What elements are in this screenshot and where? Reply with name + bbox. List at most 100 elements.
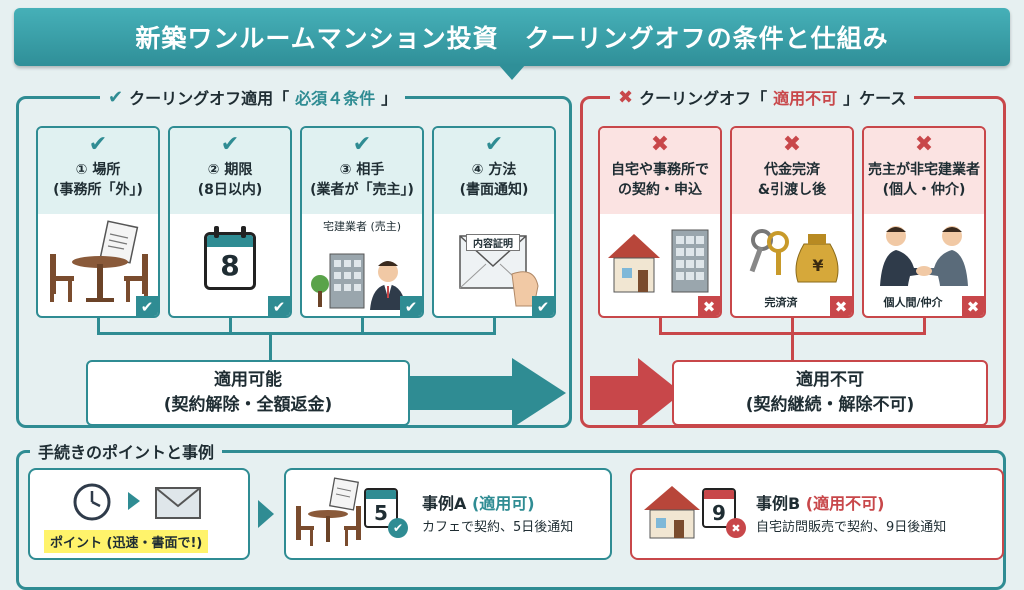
case-a-box: 5 ✔ 事例A (適用可) カフェで契約、5日後通知	[284, 468, 612, 560]
result-line2: (契約解除・全額返金)	[163, 395, 333, 415]
card-title-line1: 自宅や事務所で	[611, 162, 709, 178]
card-title-line1: ① 場所	[75, 162, 121, 178]
case-b-title-prefix: 事例B	[756, 494, 801, 513]
title-banner: 新築ワンルームマンション投資 クーリングオフの条件と仕組み	[14, 8, 1010, 66]
connector-line	[791, 334, 794, 360]
arrow-right-icon	[128, 492, 140, 510]
condition-card-place: ✔ ① 場所 (事務所「外」) ✔	[36, 126, 160, 318]
cross-badge-icon: ✖	[830, 296, 852, 316]
cross-icon: ✖	[650, 132, 670, 157]
connector-line	[659, 332, 926, 335]
result-line1: 適用不可	[796, 369, 864, 390]
not-applicable-heading: ✖ クーリングオフ「適用不可」ケース	[610, 86, 915, 108]
yen-sign-icon: ¥	[812, 256, 824, 275]
exception-card-paid-delivered: ✖ 代金完済 &引渡し後 ¥ 完済済 ✖	[730, 126, 854, 318]
seller-label: 宅建業者 (売主)	[322, 220, 402, 233]
cross-icon: ✖	[782, 132, 802, 157]
house-office-icon	[608, 229, 709, 293]
cross-badge-icon: ✖	[962, 296, 984, 316]
applicable-conditions-heading: ✔ クーリングオフ適用「必須４条件」	[100, 86, 406, 108]
connector-line	[361, 318, 364, 334]
case-b-description: 自宅訪問販売で契約、9日後通知	[756, 520, 947, 535]
check-icon: ✔	[484, 132, 504, 157]
result-line1: 適用可能	[214, 369, 282, 390]
building-agent-icon	[311, 253, 406, 310]
card-title-line1: ④ 方法	[471, 162, 517, 178]
paid-label: 完済済	[764, 296, 798, 309]
cross-badge-icon: ✖	[698, 296, 720, 316]
certified-mail-label: 内容証明	[466, 234, 520, 251]
connector-line	[493, 318, 496, 334]
red-arrow-icon	[590, 358, 682, 428]
card-title-line1: 売主が非宅建業者	[868, 162, 980, 178]
teal-arrow-icon	[408, 358, 566, 428]
check-circle-icon: ✔	[388, 518, 408, 538]
card-title-line1: ② 期限	[207, 162, 253, 178]
check-icon: ✔	[88, 132, 108, 157]
connector-line	[923, 318, 926, 334]
calendar-number: 5	[374, 501, 388, 525]
case-a-description: カフェで契約、5日後通知	[422, 520, 574, 535]
check-badge-icon: ✔	[268, 296, 290, 316]
condition-card-deadline: ✔ ② 期限 (8日以内) 8 ✔	[168, 126, 292, 318]
card-title-line2: (書面通知)	[459, 182, 529, 199]
point-label: ポイント (迅速・書面で!)	[44, 530, 209, 553]
applicable-result-box: 適用可能 (契約解除・全額返金)	[86, 360, 410, 426]
check-badge-icon: ✔	[400, 296, 422, 316]
connector-line	[659, 318, 662, 334]
not-applicable-result-box: 適用不可 (契約継続・解除不可)	[672, 360, 988, 426]
calendar-icon: 9	[702, 488, 736, 528]
card-title-line2: (個人・仲介)	[882, 182, 966, 199]
connector-line	[269, 334, 272, 360]
card-title-line2: (業者が「売主」)	[310, 182, 414, 199]
card-title-line1: 代金完済	[764, 162, 820, 178]
result-line2: (契約継続・解除不可)	[745, 395, 915, 415]
point-box: ポイント (迅速・書面で!)	[28, 468, 250, 560]
cafe-document-icon	[296, 477, 361, 546]
mail-icon	[155, 487, 201, 519]
condition-card-method: ✔ ④ 方法 (書面通知) 内容証明 ✔	[432, 126, 556, 318]
handshake-icon	[880, 226, 968, 286]
chevron-right-icon	[258, 500, 274, 528]
case-a-title-prefix: 事例A	[422, 494, 467, 513]
exception-card-home-office: ✖ 自宅や事務所で の契約・申込 ✖	[598, 126, 722, 318]
calendar-number: 8	[220, 249, 240, 282]
connector-line	[97, 318, 100, 334]
keys-moneybag-icon	[749, 229, 839, 283]
card-title-line2: (事務所「外」)	[53, 182, 143, 199]
check-icon: ✔	[352, 132, 372, 157]
heading-highlight: 適用不可	[773, 89, 838, 108]
procedure-heading: 手続きのポイントと事例	[30, 440, 223, 462]
house-icon	[644, 486, 700, 539]
card-title-line2: の契約・申込	[618, 182, 702, 199]
heading-suffix: 」	[381, 89, 398, 108]
title-notch	[498, 64, 526, 80]
connector-line	[791, 318, 794, 334]
case-a-title-highlight: (適用可)	[471, 494, 535, 513]
calendar-number: 9	[712, 501, 726, 525]
page-title: 新築ワンルームマンション投資 クーリングオフの条件と仕組み	[135, 24, 889, 53]
calendar-icon: 8	[204, 232, 256, 290]
check-icon: ✔	[108, 86, 124, 108]
case-a-title: 事例A (適用可)	[422, 490, 535, 514]
individual-broker-label: 個人間/仲介	[883, 296, 943, 309]
exception-card-non-broker: ✖ 売主が非宅建業者 (個人・仲介) 個人間/仲介 ✖	[862, 126, 986, 318]
connector-line	[97, 332, 496, 335]
card-title-line2: (8日以内)	[197, 182, 263, 199]
connector-line	[229, 318, 232, 334]
cafe-table-icon	[50, 220, 148, 302]
card-title-line1: ③ 相手	[339, 162, 385, 178]
case-b-box: 9 ✖ 事例B (適用不可) 自宅訪問販売で契約、9日後通知	[630, 468, 1004, 560]
check-badge-icon: ✔	[136, 296, 158, 316]
clock-icon	[73, 483, 111, 521]
case-b-title: 事例B (適用不可)	[756, 490, 884, 514]
heading-suffix: 」ケース	[843, 89, 907, 108]
case-b-title-highlight: (適用不可)	[805, 494, 885, 513]
heading-prefix: クーリングオフ「	[639, 89, 768, 108]
cross-circle-icon: ✖	[726, 518, 746, 538]
heading-prefix: クーリングオフ適用「	[129, 89, 290, 108]
check-badge-icon: ✔	[532, 296, 554, 316]
heading-highlight: 必須４条件	[295, 89, 376, 108]
condition-card-counterparty: ✔ ③ 相手 (業者が「売主」) 宅建業者 (売主) ✔	[300, 126, 424, 318]
card-title-line2: &引渡し後	[757, 182, 827, 199]
